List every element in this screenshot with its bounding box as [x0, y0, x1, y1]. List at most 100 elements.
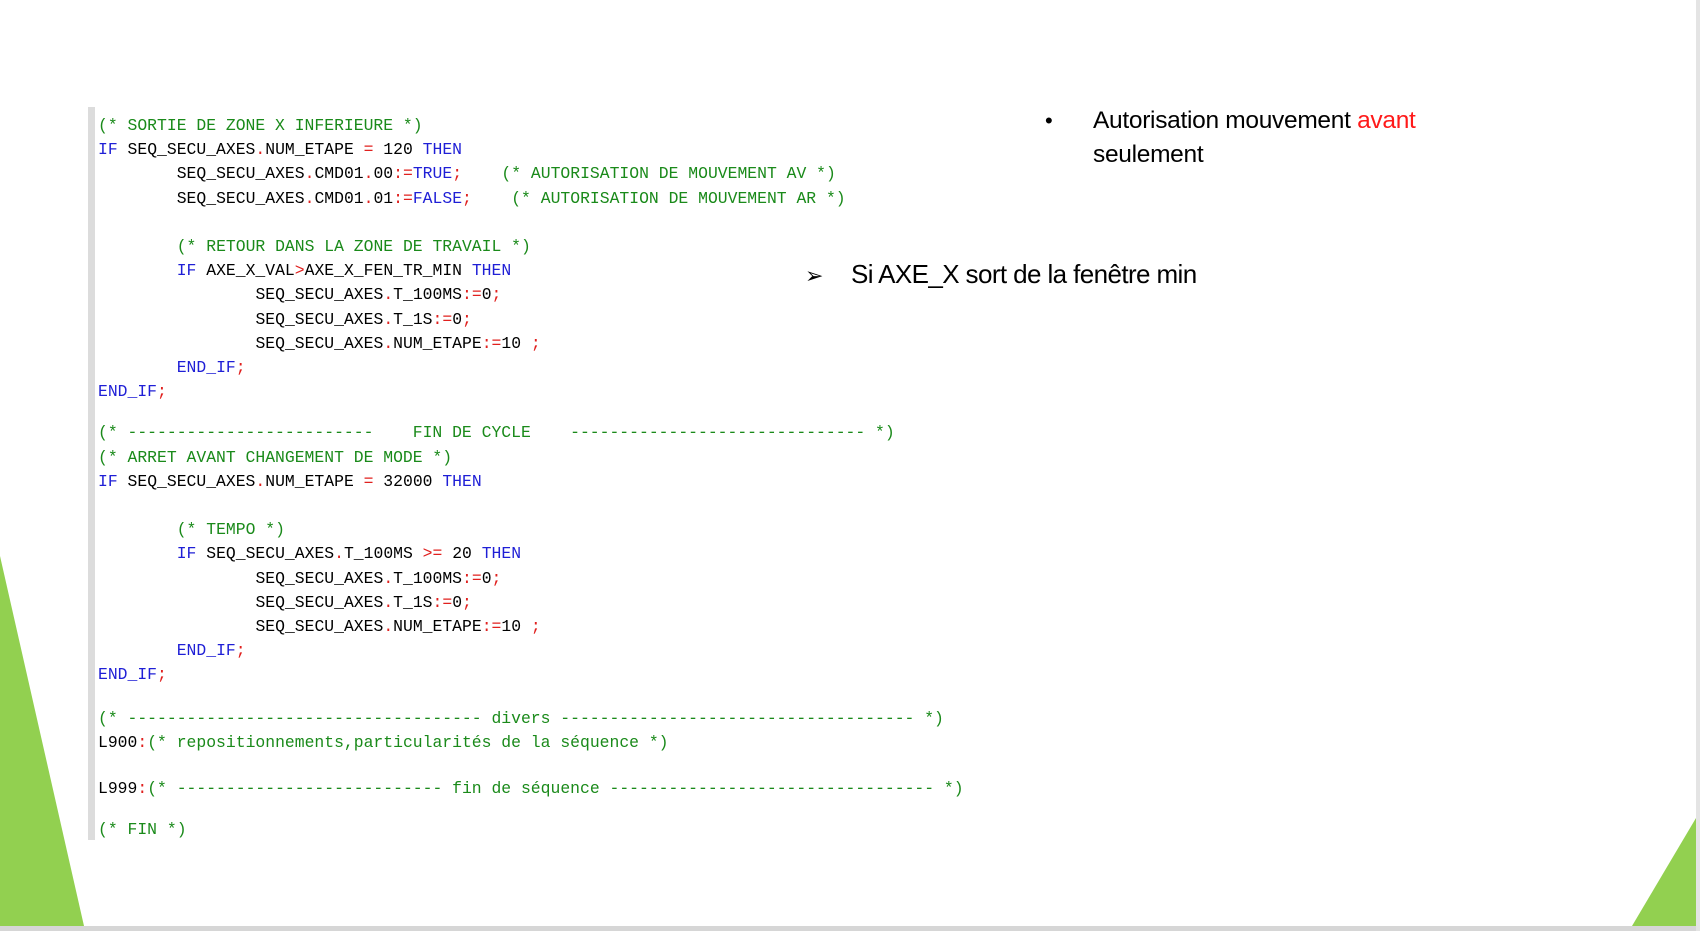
- code-token: THEN: [471, 261, 512, 281]
- code-token: 20: [442, 544, 482, 564]
- code-token: ;: [491, 568, 502, 588]
- code-token: THEN: [422, 140, 463, 160]
- code-gutter: [88, 107, 95, 840]
- code-token: IF: [98, 140, 118, 160]
- code-line: SEQ_SECU_AXES.T_1S:=0;: [255, 309, 471, 331]
- code-line: (* ------------------------------------ …: [98, 708, 944, 730]
- code-token: THEN: [481, 544, 522, 564]
- code-token: SEQ_SECU_AXES: [255, 616, 384, 636]
- code-token: (* ------------------------------------ …: [98, 708, 944, 728]
- code-token: :: [137, 733, 148, 753]
- code-token: >: [294, 261, 305, 281]
- code-token: NUM_ETAPE: [265, 140, 364, 160]
- code-token: 0: [452, 592, 463, 612]
- code-token: :=: [462, 568, 482, 588]
- green-triangle-left: [0, 556, 84, 926]
- code-token: SEQ_SECU_AXES: [176, 188, 305, 208]
- code-token: END_IF: [98, 665, 158, 685]
- code-token: T_1S: [393, 592, 433, 612]
- code-token: ;: [157, 382, 167, 402]
- code-token: IF: [98, 471, 118, 491]
- code-token: T_100MS: [393, 285, 463, 305]
- code-token: SEQ_SECU_AXES: [117, 471, 256, 491]
- code-token: TRUE: [412, 164, 453, 184]
- code-line: IF SEQ_SECU_AXES.T_100MS >= 20 THEN: [177, 543, 521, 565]
- code-token: END_IF: [176, 358, 236, 377]
- code-line: END_IF;: [177, 640, 246, 662]
- code-token: .: [383, 616, 394, 636]
- code-token: SEQ_SECU_AXES: [255, 309, 384, 329]
- code-token: (* AUTORISATION DE MOUVEMENT AR *): [471, 188, 846, 208]
- code-token: (* ARRET AVANT CHANGEMENT DE MODE *): [98, 447, 453, 467]
- code-line: (* ARRET AVANT CHANGEMENT DE MODE *): [98, 447, 452, 469]
- code-token: (* AUTORISATION DE MOUVEMENT AV *): [462, 164, 836, 184]
- code-token: .: [383, 568, 394, 588]
- code-panel: (* SORTIE DE ZONE X INFERIEURE *) IF SEQ_…: [88, 107, 1228, 840]
- code-token: 01: [373, 188, 394, 208]
- bullet-list: • Autorisation mouvement avant seulement: [1040, 104, 1660, 172]
- code-token: SEQ_SECU_AXES: [117, 140, 256, 160]
- code-token: SEQ_SECU_AXES: [255, 592, 384, 612]
- code-line: (* ------------------------- FIN DE CYCL…: [98, 422, 895, 444]
- code-token: ;: [530, 616, 541, 636]
- code-token: (* FIN *): [98, 820, 187, 840]
- code-token: SEQ_SECU_AXES: [255, 333, 384, 353]
- code-token: SEQ_SECU_AXES: [255, 568, 384, 588]
- code-token: :=: [481, 616, 502, 636]
- code-token: .: [334, 544, 344, 564]
- code-token: 32000: [373, 471, 443, 491]
- code-token: ;: [462, 309, 472, 329]
- code-token: 0: [481, 568, 492, 588]
- code-token: L999: [98, 779, 138, 799]
- sub-bullet-text: Si AXE_X sort de la fenêtre min: [851, 259, 1197, 289]
- code-token: CMD01: [314, 164, 364, 184]
- code-token: 120: [373, 140, 423, 160]
- code-token: .: [304, 164, 315, 184]
- code-line: (* RETOUR DANS LA ZONE DE TRAVAIL *): [177, 236, 531, 258]
- arrow-bullet-icon: ➢: [805, 263, 823, 288]
- sub-bullet-item: ➢ Si AXE_X sort de la fenêtre min: [805, 257, 1197, 293]
- bullet-text-end: seulement: [1093, 141, 1204, 168]
- code-token: FALSE: [412, 188, 463, 208]
- code-token: ;: [462, 592, 472, 612]
- code-token: 0: [452, 309, 463, 329]
- code-line: SEQ_SECU_AXES.CMD01.01:=FALSE; (* AUTORI…: [177, 188, 846, 210]
- code-token: ;: [452, 164, 463, 184]
- code-token: CMD01: [314, 188, 364, 208]
- code-line: L900:(* repositionnements,particularités…: [98, 732, 669, 754]
- code-line: (* FIN *): [98, 819, 187, 841]
- code-line: SEQ_SECU_AXES.T_1S:=0;: [255, 592, 471, 614]
- code-token: END_IF: [98, 382, 158, 402]
- code-token: IF: [176, 261, 197, 281]
- code-token: T_100MS: [393, 568, 463, 588]
- code-token: T_1S: [393, 309, 433, 329]
- code-line: IF SEQ_SECU_AXES.NUM_ETAPE = 120 THEN: [98, 139, 462, 161]
- code-token: =: [363, 471, 374, 491]
- code-token: ;: [235, 641, 246, 661]
- code-token: :=: [462, 285, 482, 305]
- code-token: 00: [373, 164, 394, 184]
- code-token: ;: [491, 285, 502, 305]
- code-line: END_IF;: [177, 357, 246, 379]
- code-line: (* TEMPO *): [177, 519, 285, 541]
- code-token: .: [383, 592, 394, 612]
- code-token: .: [383, 285, 394, 305]
- code-token: (* RETOUR DANS LA ZONE DE TRAVAIL *): [176, 237, 531, 256]
- code-token: (* SORTIE DE ZONE X INFERIEURE *): [98, 116, 423, 135]
- code-line: SEQ_SECU_AXES.NUM_ETAPE:=10 ;: [255, 333, 540, 355]
- code-line: (* SORTIE DE ZONE X INFERIEURE *): [98, 115, 423, 137]
- code-token: 0: [481, 285, 492, 305]
- code-token: AXE_X_VAL: [196, 261, 295, 281]
- code-token: (* repositionnements,particularités de l…: [147, 733, 669, 753]
- code-token: .: [363, 188, 374, 208]
- code-token: SEQ_SECU_AXES: [196, 544, 335, 564]
- code-line: END_IF;: [98, 664, 167, 686]
- code-token: ;: [462, 188, 472, 208]
- code-line: SEQ_SECU_AXES.CMD01.00:=TRUE; (* AUTORIS…: [177, 163, 836, 185]
- slide-bottom-border: [0, 926, 1700, 931]
- code-token: .: [304, 188, 315, 208]
- code-token: IF: [176, 544, 197, 564]
- code-token: =: [363, 140, 374, 160]
- code-token: :=: [393, 164, 413, 184]
